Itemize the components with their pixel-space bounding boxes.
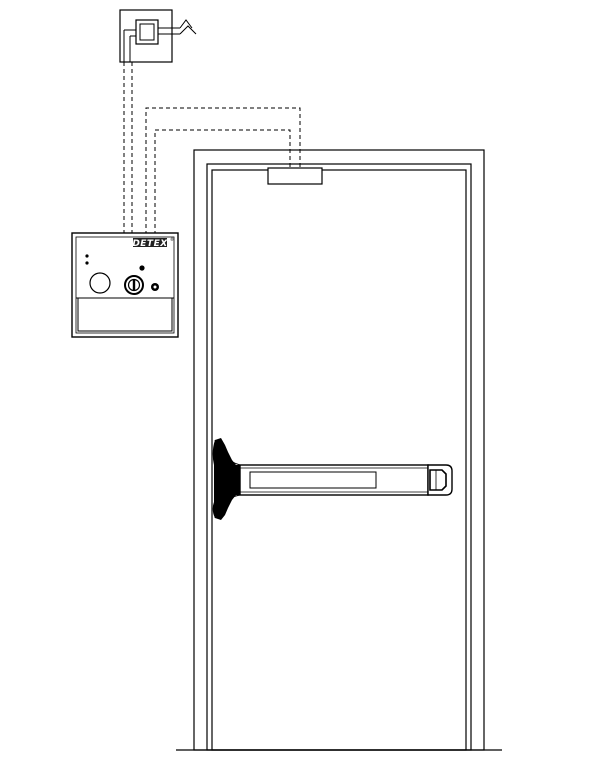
reset-icon[interactable] <box>151 283 159 291</box>
led-indicator-icon <box>85 254 89 265</box>
alarm-control-panel: DETEX ® <box>71 232 179 338</box>
push-bar-touchpad <box>249 471 377 489</box>
panel-inner-border <box>75 236 175 334</box>
frame-inner <box>206 163 472 751</box>
horn-icon <box>89 272 111 294</box>
frame-outer <box>193 149 485 751</box>
brand-logo-text: DETEX <box>132 239 168 249</box>
power-supply-box <box>119 9 197 63</box>
power-wiring <box>123 62 133 235</box>
armed-led-icon <box>139 265 145 271</box>
exit-device-endcap <box>212 438 240 520</box>
key-cylinder-icon[interactable] <box>124 275 144 295</box>
door-leaf <box>211 169 467 751</box>
latch-head <box>427 464 453 496</box>
brand-logo: DETEX ® <box>132 237 174 249</box>
supply-cord-icon <box>179 19 197 35</box>
label-window <box>77 297 173 332</box>
door-frame <box>193 149 485 751</box>
transformer-icon <box>123 19 180 62</box>
exit-device-push-bar[interactable] <box>212 438 453 520</box>
header-contact-switch <box>267 167 323 185</box>
trademark-mark: ® <box>170 237 174 242</box>
